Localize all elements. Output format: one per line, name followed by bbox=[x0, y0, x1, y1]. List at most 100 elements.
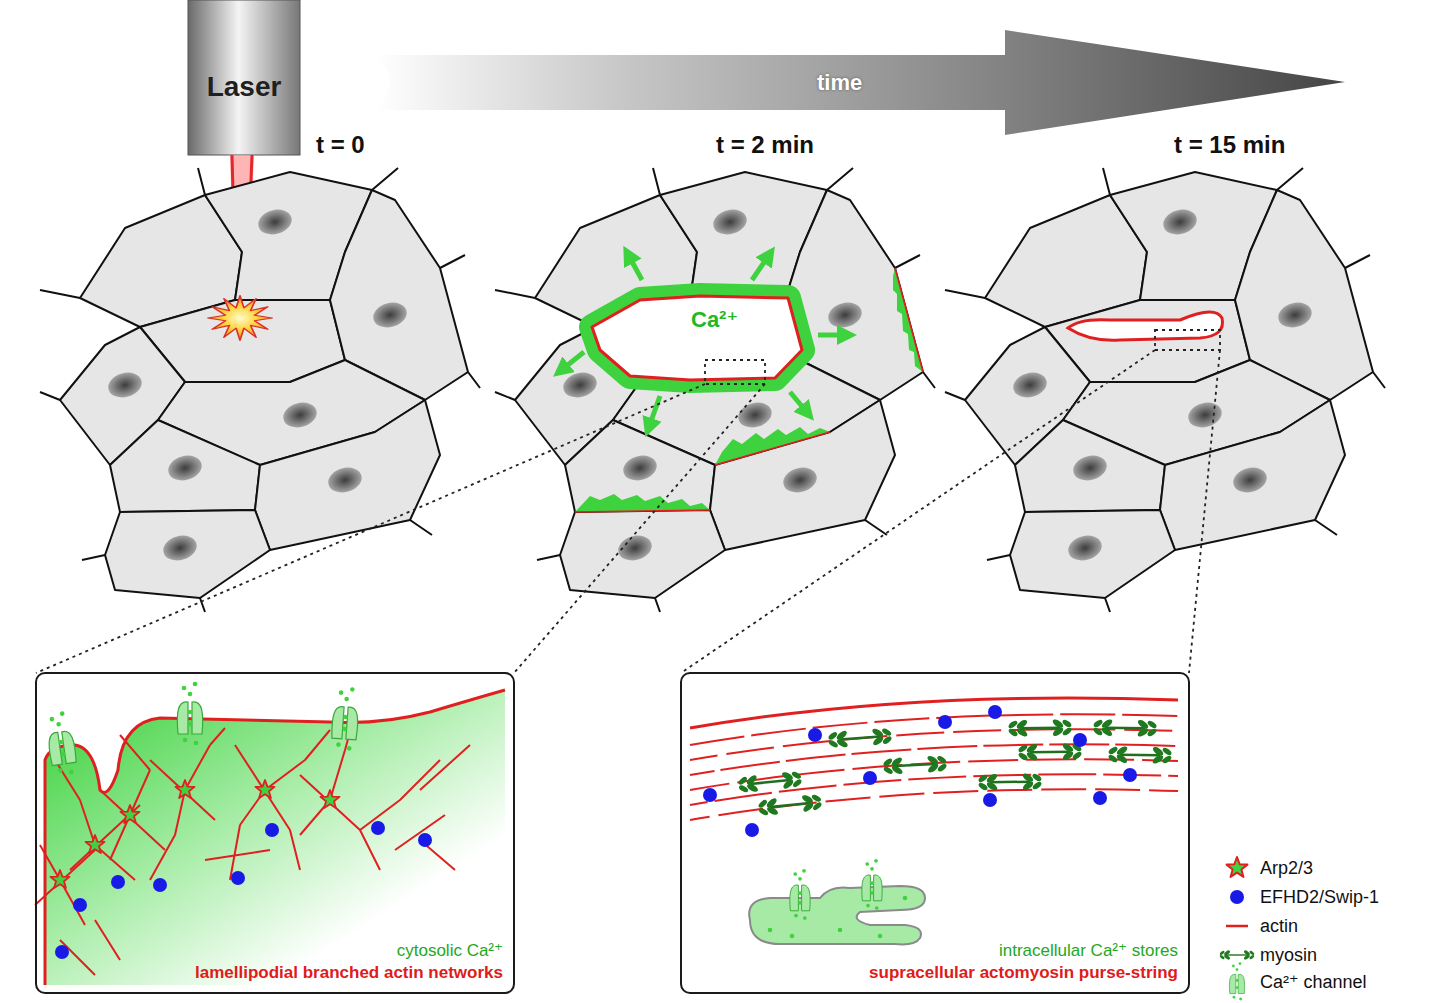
calcium-arrow bbox=[564, 352, 584, 368]
inset-ground bbox=[680, 672, 1190, 994]
legend-channel bbox=[1229, 962, 1244, 1000]
legend-dot bbox=[1230, 890, 1244, 904]
cell-sheet bbox=[40, 168, 480, 612]
branched-actin bbox=[35, 728, 470, 975]
wound bbox=[592, 296, 802, 380]
efhd2-dot bbox=[988, 705, 1002, 719]
efhd2-dot bbox=[1123, 768, 1137, 782]
calcium-front bbox=[575, 494, 710, 512]
calcium-halo bbox=[592, 296, 802, 380]
myosin-filament bbox=[882, 753, 948, 776]
actin-bundle bbox=[690, 714, 1178, 745]
myosin-filament bbox=[977, 772, 1043, 793]
legend-entry: Arp2/3 bbox=[1224, 855, 1313, 881]
calcium-arrow bbox=[650, 396, 660, 424]
calcium-note: intracellular Ca²⁺ stores bbox=[999, 940, 1178, 962]
arp23-star bbox=[85, 835, 104, 853]
calcium-channel bbox=[790, 869, 810, 920]
calcium-note: cytosolic Ca²⁺ bbox=[397, 940, 503, 962]
efhd2-dot bbox=[111, 875, 125, 889]
calcium-channel bbox=[44, 710, 78, 777]
efhd2-dot bbox=[1093, 791, 1107, 805]
legend-label: myosin bbox=[1260, 945, 1317, 966]
ion-label: Ca²⁺ bbox=[691, 307, 738, 333]
arp23-star bbox=[175, 780, 194, 798]
efhd2-dot bbox=[938, 715, 952, 729]
legend-label: Ca²⁺ channel bbox=[1260, 971, 1367, 993]
legend-star bbox=[1227, 857, 1248, 877]
legend-label: EFHD2/Swip-1 bbox=[1260, 887, 1379, 908]
efhd2-dot bbox=[73, 898, 87, 912]
arp23-star bbox=[255, 780, 274, 798]
efhd2-dot bbox=[265, 823, 279, 837]
cell-edge bbox=[575, 268, 923, 512]
legend-entry: actin bbox=[1224, 913, 1298, 939]
zoom-leader bbox=[36, 384, 765, 673]
legend-line bbox=[1226, 925, 1248, 928]
efhd2-dot bbox=[153, 878, 167, 892]
inset-panel: intracellular Ca²⁺ storessupracellular a… bbox=[680, 672, 1190, 994]
actin-bundle bbox=[690, 789, 1178, 820]
calcium-ion bbox=[790, 934, 795, 939]
calcium-ion bbox=[838, 928, 843, 933]
arp23-star bbox=[120, 805, 139, 823]
myosin-filament bbox=[1092, 718, 1158, 739]
inset-panel: cytosolic Ca²⁺lamellipodial branched act… bbox=[35, 672, 515, 994]
cell-sheet bbox=[495, 168, 935, 612]
efhd2-dot bbox=[231, 871, 245, 885]
myosin-filament bbox=[757, 792, 824, 819]
zoom-leader bbox=[681, 350, 1220, 673]
device-label: Laser bbox=[207, 69, 282, 105]
efhd2-dot bbox=[418, 833, 432, 847]
axis-label: time bbox=[817, 70, 862, 96]
myosin-filament bbox=[827, 726, 893, 750]
legend-swatch bbox=[1224, 913, 1250, 939]
efhd2-dot bbox=[808, 728, 822, 742]
arp23-star bbox=[320, 790, 339, 808]
lamellipodium bbox=[45, 690, 505, 985]
laser-box: Laser bbox=[188, 0, 300, 155]
time-arrow bbox=[375, 30, 1345, 135]
efhd2-dot bbox=[703, 788, 717, 802]
zoom-frame bbox=[705, 360, 765, 384]
myosin-filament bbox=[1007, 718, 1073, 739]
myosin-filament bbox=[1017, 742, 1083, 763]
legend-swatch bbox=[1224, 855, 1250, 881]
calcium-arrow bbox=[790, 392, 805, 410]
calcium-channel bbox=[862, 859, 882, 910]
laser-device bbox=[188, 0, 300, 155]
plasma-membrane bbox=[45, 690, 505, 985]
legend-entry: myosin bbox=[1224, 942, 1317, 968]
structure-title: lamellipodial branched actin networks bbox=[195, 962, 503, 984]
time-point: t = 2 min bbox=[716, 131, 814, 160]
closing-wound bbox=[1068, 312, 1223, 340]
legend-swatch bbox=[1224, 969, 1250, 995]
efhd2-dot bbox=[55, 945, 69, 959]
calcium-channel bbox=[177, 682, 202, 746]
legend-swatch bbox=[1224, 942, 1250, 968]
time-point: t = 15 min bbox=[1174, 131, 1285, 160]
calcium-arrow bbox=[752, 258, 767, 280]
structure-title: supracellular actomyosin purse-string bbox=[869, 962, 1178, 984]
cell-sheet bbox=[945, 168, 1385, 612]
calcium-ion bbox=[878, 934, 883, 939]
myosin-filament bbox=[1107, 745, 1173, 766]
calcium-arrow bbox=[818, 333, 843, 338]
calcium-channel bbox=[330, 686, 360, 751]
legend-entry: Ca²⁺ channel bbox=[1224, 969, 1367, 995]
legend-label: actin bbox=[1260, 916, 1298, 937]
arp23-star bbox=[50, 870, 69, 888]
efhd2-dot bbox=[863, 771, 877, 785]
legend-swatch bbox=[1224, 884, 1250, 910]
myosin-filament bbox=[737, 769, 804, 796]
legend-label: Arp2/3 bbox=[1260, 858, 1313, 879]
legend-myosin bbox=[1219, 950, 1255, 961]
efhd2-dot bbox=[1073, 733, 1087, 747]
efhd2-dot bbox=[371, 821, 385, 835]
zoom-frame bbox=[1155, 330, 1220, 350]
efhd2-dot bbox=[745, 823, 759, 837]
calcium-arrow bbox=[630, 258, 642, 280]
calcium-ion bbox=[903, 896, 908, 901]
legend-entry: EFHD2/Swip-1 bbox=[1224, 884, 1379, 910]
